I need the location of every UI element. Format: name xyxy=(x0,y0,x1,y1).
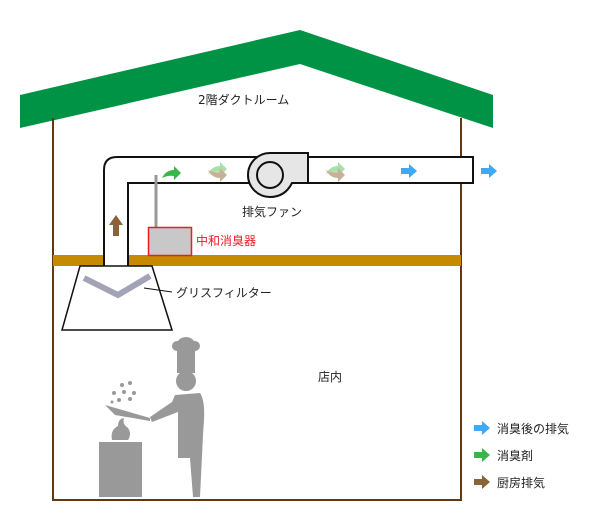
exhaust-fan xyxy=(247,152,309,199)
chef-figure xyxy=(105,337,205,497)
floor-beam xyxy=(53,255,461,266)
blue-arrow-icon xyxy=(474,421,490,435)
store-interior-label: 店内 xyxy=(318,370,342,384)
deodorized-exhaust-arrow xyxy=(481,164,497,178)
grease-filter xyxy=(82,273,152,299)
brown-arrow-icon xyxy=(474,475,490,489)
exhaust-fan-label: 排気ファン xyxy=(242,204,302,219)
legend: 消臭後の排気 消臭剤 厨房排気 xyxy=(474,421,569,490)
kitchen-exhaust-arrow xyxy=(109,215,123,236)
green-arrow-icon xyxy=(474,448,490,462)
roof xyxy=(20,30,493,128)
filter-leader-line xyxy=(143,287,173,293)
legend-label: 消臭剤 xyxy=(497,448,533,463)
legend-item-deodorant: 消臭剤 xyxy=(474,448,533,463)
grease-filter-label: グリスフィルター xyxy=(176,286,272,300)
range-hood xyxy=(61,265,174,331)
legend-item-kitchen-exhaust: 厨房排気 xyxy=(474,475,545,490)
legend-item-deodorized-exhaust: 消臭後の排気 xyxy=(474,421,569,436)
neutralizer-label: 中和消臭器 xyxy=(196,233,256,248)
duct-room-label: 2階ダクトルーム xyxy=(198,92,289,107)
stove xyxy=(99,418,142,497)
legend-label: 消臭後の排気 xyxy=(497,421,569,436)
legend-label: 厨房排気 xyxy=(497,475,545,490)
neutralizer-unit xyxy=(147,226,193,257)
